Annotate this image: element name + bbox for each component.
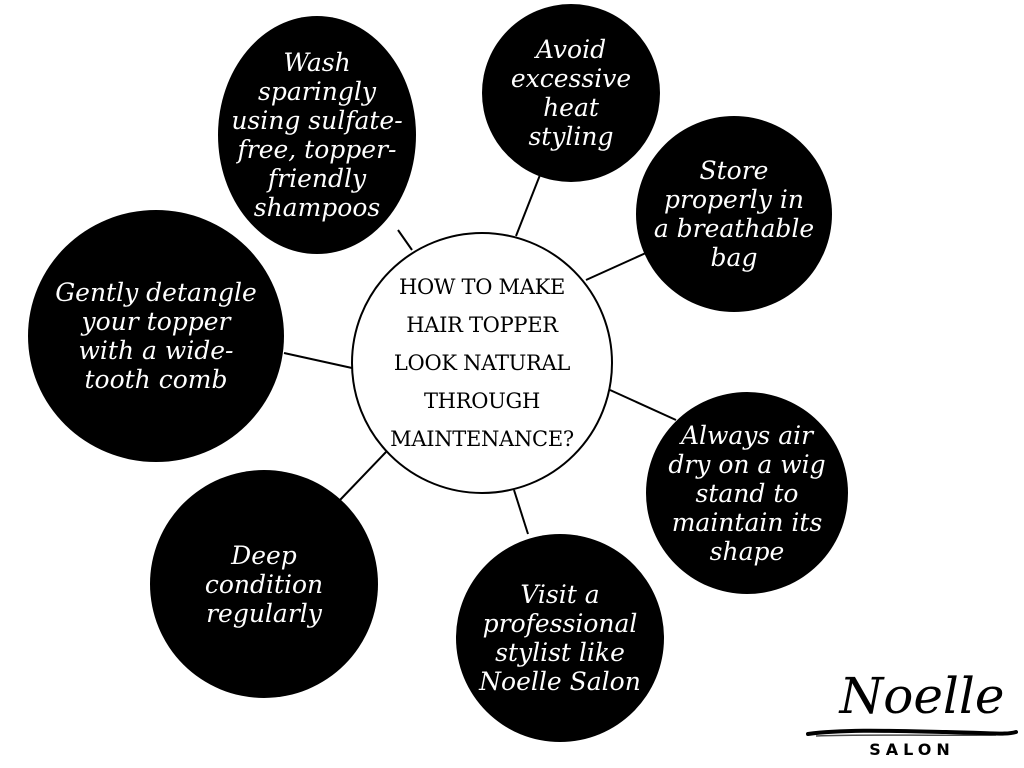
tip-line: Noelle Salon <box>479 667 641 696</box>
tip-line: free, topper- <box>237 135 397 164</box>
tip-line: professional <box>482 609 638 638</box>
center-line: HAIR TOPPER <box>406 313 558 337</box>
salon-logo: Noelle SALON <box>806 666 1018 762</box>
tip-line: Avoid <box>535 35 607 64</box>
tip-line: bag <box>710 243 758 272</box>
tip-line: properly in <box>664 185 804 214</box>
tip-line: stylist like <box>495 638 625 667</box>
tip-line: Store <box>699 156 769 185</box>
tip-line: heat <box>543 93 599 122</box>
tip-line: styling <box>528 122 614 151</box>
tip-node-stylist: Visit a professional stylist like Noelle… <box>456 534 664 742</box>
center-line: HOW TO MAKE <box>398 275 566 299</box>
tip-node-airdry: Always air dry on a wig stand to maintai… <box>646 392 848 594</box>
tip-line: tooth comb <box>84 365 228 394</box>
tip-line: Deep <box>231 540 297 570</box>
tip-line: using sulfate- <box>231 106 403 135</box>
tip-line: your topper <box>81 307 231 336</box>
connector-heat <box>515 174 541 237</box>
tip-line: friendly <box>267 164 367 193</box>
tip-line: stand to <box>695 478 799 508</box>
logo-name: Noelle <box>839 667 1005 725</box>
tip-line: Gently detangle <box>55 278 257 307</box>
connector-stylist <box>513 489 529 535</box>
tip-node-wash: Wash sparingly using sulfate- free, topp… <box>218 16 416 254</box>
center-line: LOOK NATURAL <box>393 351 571 375</box>
tip-node-store: Store properly in a breathable bag <box>636 116 832 312</box>
tip-line: excessive <box>510 64 632 93</box>
connector-wash <box>397 229 413 251</box>
tip-line: shampoos <box>253 193 381 222</box>
tip-line: Always air <box>680 420 814 450</box>
tip-line: dry on a wig <box>668 449 826 479</box>
tip-line: maintain its <box>671 507 823 537</box>
connector-detangle <box>283 352 353 369</box>
connector-store <box>585 251 649 281</box>
tip-line: Wash <box>283 48 351 77</box>
tip-node-detangle: Gently detangle your topper with a wide-… <box>28 210 284 462</box>
logo-brush-stroke-icon <box>806 728 1018 737</box>
center-line: MAINTENANCE? <box>390 427 574 451</box>
tip-line: a breathable <box>653 214 815 243</box>
center-question: HOW TO MAKE HAIR TOPPER LOOK NATURAL THR… <box>351 232 613 494</box>
tip-line: sparingly <box>258 77 376 106</box>
connector-airdry <box>609 389 677 421</box>
tip-line: Visit a <box>520 580 600 609</box>
logo-subtitle: SALON <box>869 740 955 759</box>
tip-line: condition <box>204 569 324 599</box>
tip-line: regularly <box>206 598 322 628</box>
connector-condition <box>339 451 387 501</box>
center-line: THROUGH <box>423 389 541 413</box>
tip-node-condition: Deep condition regularly <box>150 470 378 698</box>
tip-line: shape <box>709 536 785 566</box>
tip-line: with a wide- <box>78 336 234 365</box>
tip-node-heat: Avoid excessive heat styling <box>482 4 660 182</box>
